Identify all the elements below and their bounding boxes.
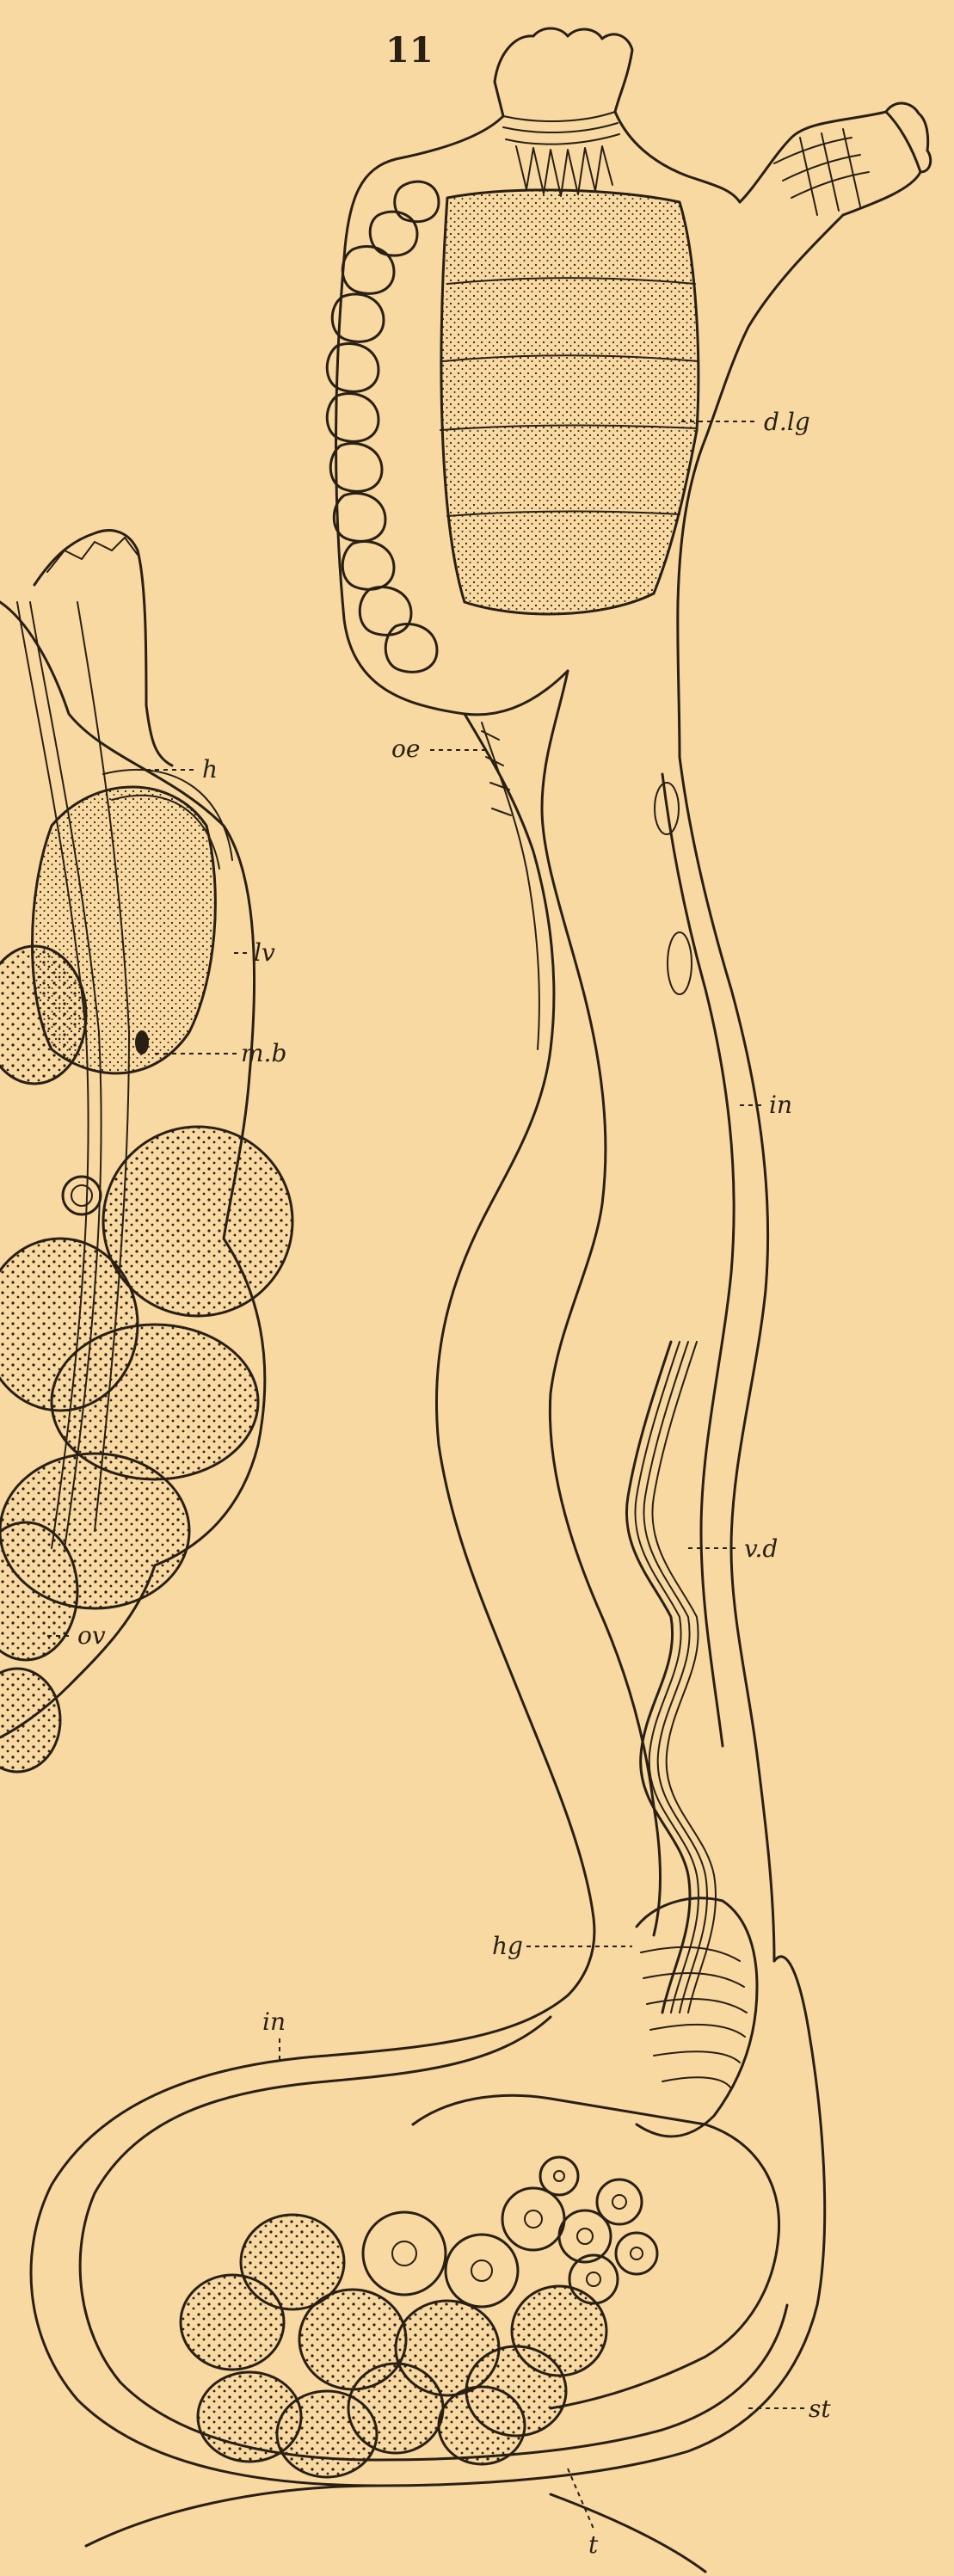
left-head-outline xyxy=(34,531,172,765)
oesophagus-inner-1 xyxy=(482,722,539,1049)
clear-ova xyxy=(363,2157,657,2307)
label-oe: oe xyxy=(391,735,420,763)
ovary-mass-1 xyxy=(103,1127,292,1316)
figure-number: 11 xyxy=(385,30,434,71)
pharynx-tube-outer xyxy=(740,112,920,215)
mouth-ring-1 xyxy=(503,112,615,121)
label-in-upper: in xyxy=(769,1091,792,1119)
label-h: h xyxy=(202,755,218,784)
mouth-tube-left xyxy=(495,82,503,116)
mouth-crown xyxy=(495,28,632,112)
label-in-lower: in xyxy=(262,2007,286,2036)
leader-t xyxy=(568,2468,594,2529)
vas-deferens-bundle xyxy=(626,1342,716,2013)
ovary-mass-3 xyxy=(0,1239,138,1411)
buccal-block xyxy=(441,190,699,614)
pharynx-lower xyxy=(678,215,843,757)
buccal-mass-right xyxy=(615,112,740,202)
mouth-ring-3 xyxy=(506,134,619,144)
left-coil-inner xyxy=(71,1185,92,1206)
oe-ridges xyxy=(482,731,511,815)
muscle-body-mark xyxy=(135,1030,149,1054)
oesophagus-left-wall xyxy=(436,714,594,1995)
label-ov: ov xyxy=(77,1621,106,1650)
ovary-mass-6 xyxy=(0,1669,60,1772)
foot-line-2 xyxy=(551,2494,705,2572)
label-dlg: d.lg xyxy=(764,408,810,436)
ova-cluster xyxy=(181,2215,606,2477)
left-head-crown xyxy=(47,538,138,572)
left-specimen xyxy=(0,531,292,1772)
intestine-right-inner xyxy=(662,774,734,1746)
radula-fringe xyxy=(516,146,612,196)
foot-line-1 xyxy=(86,2486,379,2546)
label-vd: v.d xyxy=(744,1534,778,1563)
label-hg: hg xyxy=(492,1932,523,1960)
left-coil xyxy=(63,1177,101,1214)
label-lv: lv xyxy=(254,938,275,967)
intestine-right-outer xyxy=(680,757,774,1961)
label-st: st xyxy=(809,2395,831,2423)
label-mb: m.b xyxy=(241,1039,286,1067)
mouth-ring-2 xyxy=(503,123,618,132)
intestine-nodule-2 xyxy=(668,932,692,994)
pharynx-tube-end xyxy=(886,103,931,172)
label-t: t xyxy=(588,2530,599,2559)
